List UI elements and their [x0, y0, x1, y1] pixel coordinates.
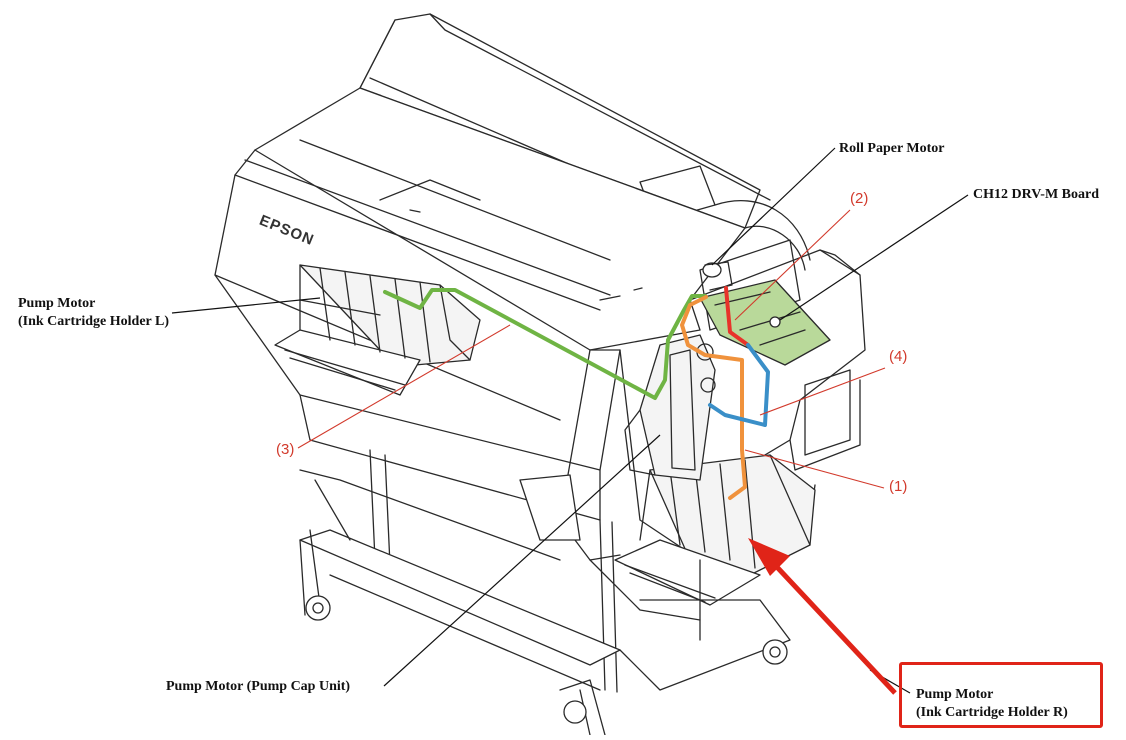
cable-1-orange [680, 295, 747, 500]
label-pump-motor-l-line1: Pump Motor [18, 296, 96, 311]
ink-holder-right [614, 454, 816, 606]
casters [305, 595, 788, 724]
label-drv-board: CH12 DRV-M Board [973, 187, 1100, 202]
leader-cable-1 [744, 449, 885, 489]
cable-number-3: (3) [276, 441, 295, 458]
ink-holder-left [274, 264, 481, 396]
leader-roll-paper-motor [711, 147, 836, 266]
roll-cover [359, 13, 811, 271]
leader-cable-4 [759, 367, 886, 416]
callout-arrow [748, 538, 897, 695]
leader-cable-2 [734, 209, 851, 321]
label-pump-motor-l-line2: (Ink Cartridge Holder L) [18, 314, 170, 329]
leader-pump-cap-unit [383, 434, 661, 687]
callout-box [899, 662, 1103, 728]
leader-pump-motor-l [171, 297, 321, 314]
cable-number-1: (1) [889, 478, 908, 495]
cable-number-4: (4) [889, 348, 908, 365]
drv-board [699, 279, 831, 366]
pump-cap-unit [624, 334, 716, 481]
printer-stand [299, 449, 791, 736]
label-roll-paper-motor: Roll Paper Motor [839, 141, 945, 156]
leader-cable-3 [297, 324, 511, 449]
label-pump-cap-unit: Pump Motor (Pump Cap Unit) [166, 679, 351, 694]
label-pump-motor-r-line2: (Ink Cartridge Holder R) [916, 705, 1068, 720]
cable-3-green [383, 288, 707, 400]
roll-paper-motor [702, 261, 733, 291]
cable-2-red [724, 286, 750, 347]
label-pump-motor-r-line1: Pump Motor [916, 687, 994, 702]
cable-4-blue [708, 343, 770, 427]
cable-number-2: (2) [850, 190, 869, 207]
leader-drv-board [779, 194, 969, 321]
